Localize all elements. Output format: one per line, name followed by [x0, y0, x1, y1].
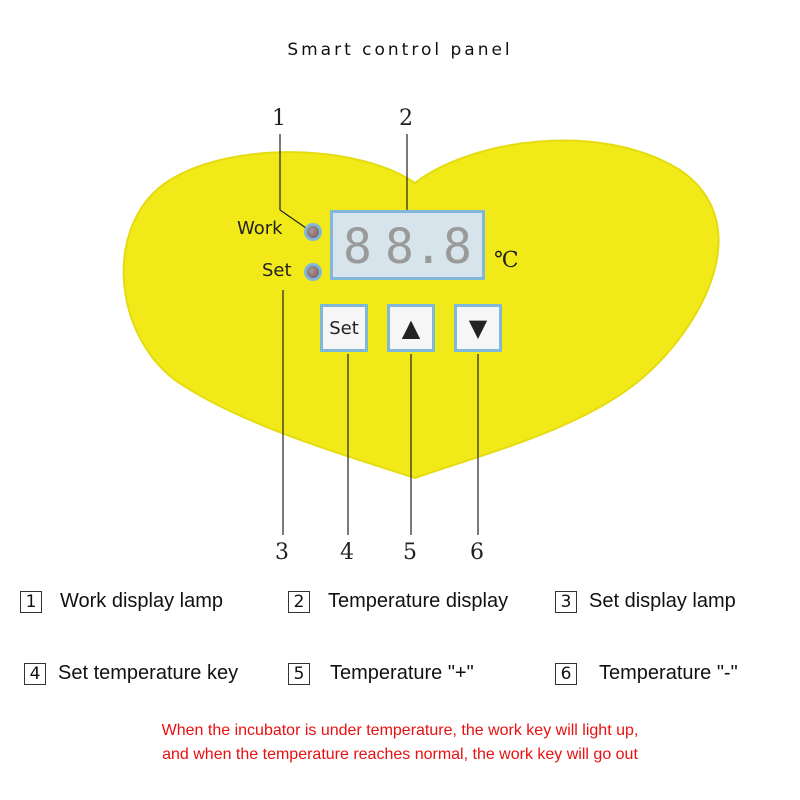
temperature-display: 8 8. 8 — [330, 210, 485, 280]
callout-4: 4 — [340, 540, 354, 565]
callout-1: 1 — [272, 106, 286, 131]
legend-item-5: 5 Temperature "+" — [288, 662, 474, 685]
note-line-2: and when the temperature reaches normal,… — [162, 746, 638, 763]
legend-number: 1 — [20, 590, 42, 613]
legend-item-6: 6 Temperature "-" — [555, 662, 738, 685]
legend-number: 6 — [555, 662, 577, 685]
triangle-up-icon: ▲ — [401, 314, 421, 342]
legend-item-2: 2 Temperature display — [288, 590, 508, 613]
legend-number: 2 — [288, 590, 310, 613]
legend-text: Set temperature key — [58, 662, 239, 684]
legend-text: Temperature display — [328, 590, 509, 612]
legend-row-1: 1 Work display lamp 2 Temperature displa… — [0, 590, 800, 620]
up-key-button[interactable]: ▲ — [387, 304, 435, 352]
display-digit-3: 8 — [443, 219, 472, 275]
display-digit-1: 8 — [343, 219, 372, 275]
legend-item-4: 4 Set temperature key — [24, 662, 238, 685]
callout-3: 3 — [275, 540, 289, 565]
set-lamp — [304, 263, 322, 281]
display-digit-2: 8. — [385, 219, 443, 275]
legend-text: Temperature "-" — [599, 662, 738, 684]
callout-2: 2 — [399, 106, 413, 131]
legend-row-2: 4 Set temperature key 5 Temperature "+" … — [0, 662, 800, 692]
legend-item-1: 1 Work display lamp — [20, 590, 223, 613]
legend-text: Work display lamp — [60, 590, 224, 612]
legend-number: 4 — [24, 662, 46, 685]
page-title: Smart control panel — [287, 40, 513, 60]
note-line-1: When the incubator is under temperature,… — [161, 722, 639, 739]
callout-6: 6 — [470, 540, 484, 565]
legend-item-3: 3 Set display lamp — [555, 590, 736, 613]
down-key-button[interactable]: ▼ — [454, 304, 502, 352]
triangle-down-icon: ▼ — [468, 314, 488, 342]
legend-number: 3 — [555, 590, 577, 613]
legend-text: Set display lamp — [589, 590, 736, 612]
set-key-button[interactable]: Set — [320, 304, 368, 352]
legend-number: 5 — [288, 662, 310, 685]
heart-panel — [122, 134, 720, 535]
leader-line-1-tail — [279, 209, 307, 229]
legend-text: Temperature "+" — [330, 662, 474, 684]
callout-5: 5 — [403, 540, 417, 565]
work-lamp — [304, 223, 322, 241]
set-lamp-label: Set — [262, 260, 292, 281]
work-lamp-label: Work — [237, 218, 283, 239]
celsius-unit: ℃ — [494, 248, 519, 273]
